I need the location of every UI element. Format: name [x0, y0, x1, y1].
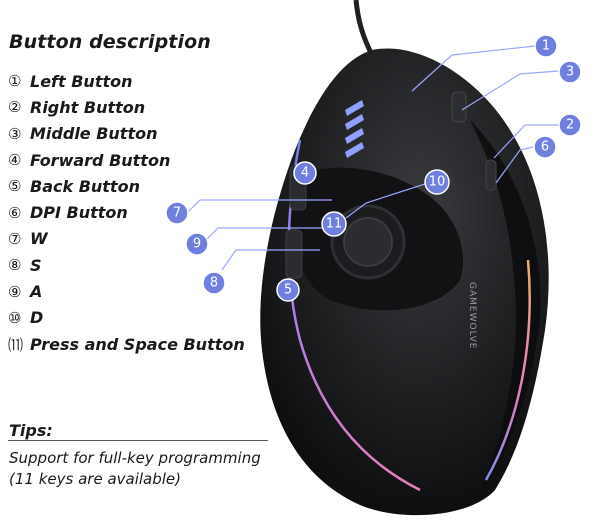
svg-text:1: 1: [542, 39, 550, 54]
item-number: ⑾: [8, 335, 24, 354]
callout-2: 2: [558, 113, 582, 137]
dpi-button-shape: [485, 159, 497, 191]
item-number: ③: [8, 124, 22, 143]
svg-text:9: 9: [193, 237, 201, 252]
tips-line-1: Support for full-key programming: [9, 449, 261, 467]
item-number: ⑥: [8, 203, 22, 222]
svg-text:11: 11: [326, 217, 343, 232]
svg-text:6: 6: [541, 140, 549, 155]
item-number: ④: [8, 151, 22, 170]
item-label: W: [30, 229, 48, 249]
item-label: Forward Button: [30, 150, 171, 170]
item-label: Left Button: [30, 71, 133, 91]
svg-text:3: 3: [566, 65, 574, 80]
item-label: A: [30, 282, 43, 302]
svg-text:8: 8: [210, 276, 218, 291]
callout-9: 9: [185, 232, 209, 256]
item-number: ⑧: [8, 256, 22, 275]
callout-10: 10: [424, 169, 450, 195]
callout-markers: 1 3 2 6 4 10 7 11 9 8 5: [165, 34, 582, 302]
rgb-light-strip-right: [484, 259, 531, 481]
callout-11: 11: [321, 211, 347, 237]
callout-8: 8: [202, 271, 226, 295]
item-label: Press and Space Button: [30, 334, 245, 354]
back-button-shape: [285, 229, 303, 279]
list-item: ① Left Button: [8, 68, 245, 94]
joystick-cap: [343, 217, 393, 267]
front-vent-lights: [345, 100, 364, 158]
svg-text:2: 2: [566, 118, 574, 133]
callout-6: 6: [533, 135, 557, 159]
callout-1: 1: [534, 34, 558, 58]
list-item: ⑾ Press and Space Button: [8, 331, 245, 357]
item-number: ①: [8, 72, 22, 91]
tips-line-2: (11 keys are available): [9, 470, 181, 488]
callout-3: 3: [558, 60, 582, 84]
mouse-side-shadow: [470, 120, 541, 495]
list-item: ③ Middle Button: [8, 121, 245, 147]
item-label: DPI Button: [30, 203, 128, 223]
mouse-cable: [353, 0, 375, 57]
item-label: Back Button: [30, 176, 140, 196]
list-item: ⑤ Back Button: [8, 173, 245, 199]
list-item: ⑥ DPI Button: [8, 199, 245, 225]
callout-7: 7: [165, 201, 189, 225]
item-number: ②: [8, 98, 22, 117]
item-number: ⑩: [8, 308, 22, 327]
svg-text:10: 10: [429, 175, 446, 190]
item-number: ⑨: [8, 282, 22, 301]
list-item: ② Right Button: [8, 94, 245, 120]
item-number: ⑦: [8, 229, 22, 248]
svg-text:4: 4: [301, 166, 309, 181]
brand-text: GAMEWOLVE: [467, 282, 477, 349]
callout-lines: [186, 45, 559, 271]
scroll-wheel-shape: [451, 91, 467, 123]
button-list: ① Left Button ② Right Button ③ Middle Butto…: [8, 68, 245, 357]
item-label: D: [30, 308, 44, 328]
item-label: S: [30, 255, 42, 275]
button-description-title: Button description: [9, 31, 211, 53]
tips-title: Tips:: [9, 421, 53, 440]
tips-text: Support for full-key programming (11 key…: [9, 448, 261, 490]
item-label: Middle Button: [30, 124, 158, 144]
svg-text:7: 7: [173, 206, 181, 221]
callout-4: 4: [293, 161, 317, 185]
list-item: ④ Forward Button: [8, 147, 245, 173]
item-number: ⑤: [8, 177, 22, 196]
svg-text:5: 5: [284, 283, 292, 298]
item-label: Right Button: [30, 97, 146, 117]
tips-divider: [8, 440, 268, 441]
callout-5: 5: [276, 278, 300, 302]
